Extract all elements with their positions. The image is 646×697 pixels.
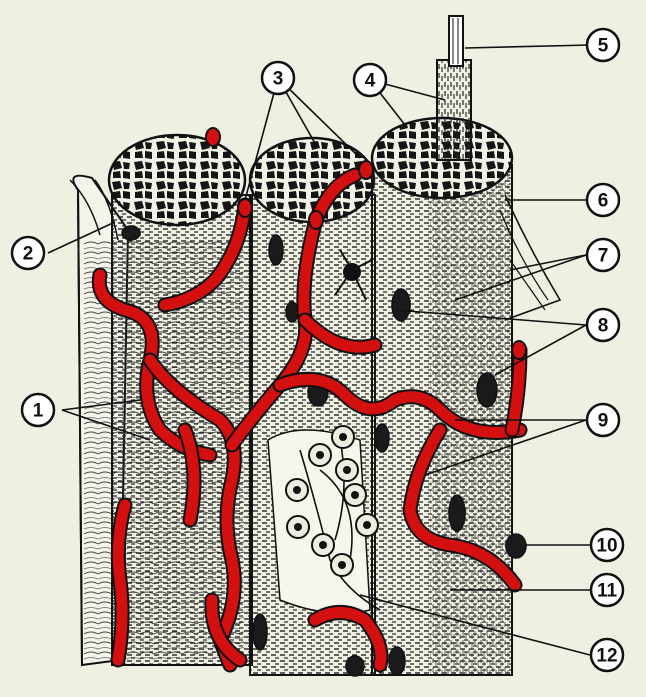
blood-capillary bbox=[179, 424, 200, 526]
label-2: 2 bbox=[10, 235, 46, 271]
label-number: 1 bbox=[33, 401, 44, 422]
blood-capillary bbox=[206, 594, 246, 666]
leader-line bbox=[464, 44, 591, 49]
blood-capillary bbox=[144, 354, 240, 671]
label-number: 3 bbox=[273, 69, 284, 90]
label-6: 6 bbox=[585, 182, 621, 218]
blood-capillary bbox=[226, 214, 322, 451]
leader-line bbox=[424, 419, 587, 476]
blood-capillary bbox=[274, 373, 526, 438]
cell-nucleus bbox=[285, 301, 299, 323]
leader-line bbox=[509, 254, 587, 271]
satellite-nucleus-core bbox=[316, 451, 324, 459]
cell-nucleus bbox=[345, 655, 365, 677]
label-7: 7 bbox=[585, 237, 621, 273]
label-5: 5 bbox=[585, 27, 621, 63]
label-3: 3 bbox=[260, 60, 296, 96]
label-circle bbox=[589, 637, 625, 673]
label-number: 12 bbox=[596, 646, 617, 667]
label-10: 10 bbox=[589, 527, 625, 563]
label-number: 10 bbox=[596, 536, 617, 557]
capillary-opening bbox=[308, 210, 324, 230]
label-circle bbox=[589, 572, 625, 608]
label-circle bbox=[585, 27, 621, 63]
label-circle bbox=[585, 402, 621, 438]
cell-nucleus bbox=[505, 533, 527, 559]
satellite-nucleus-core bbox=[294, 523, 302, 531]
label-circle bbox=[352, 62, 388, 98]
cell-nucleus bbox=[448, 494, 466, 532]
leader-line bbox=[244, 77, 279, 201]
leader-line bbox=[61, 399, 141, 411]
satellite-nucleus-core bbox=[319, 541, 327, 549]
label-1: 1 bbox=[20, 392, 56, 428]
satellite-nucleus-core bbox=[293, 486, 301, 494]
blood-capillary bbox=[299, 314, 381, 353]
leader-line bbox=[454, 254, 587, 301]
cell-nucleus bbox=[476, 372, 498, 408]
leader-line bbox=[359, 594, 591, 656]
blood-capillary bbox=[112, 499, 131, 666]
label-number: 5 bbox=[598, 36, 609, 57]
label-11: 11 bbox=[589, 572, 625, 608]
leader-line bbox=[47, 221, 116, 254]
capillary-opening bbox=[237, 198, 253, 218]
satellite-nucleus-core bbox=[339, 433, 347, 441]
blood-capillary bbox=[309, 607, 387, 671]
capillary-opening bbox=[511, 340, 527, 360]
label-circle bbox=[260, 60, 296, 96]
label-number: 4 bbox=[365, 71, 376, 92]
label-number: 6 bbox=[598, 191, 609, 212]
label-circle bbox=[589, 527, 625, 563]
leader-line bbox=[61, 409, 151, 441]
leader-line bbox=[277, 77, 361, 159]
capillary-opening bbox=[358, 160, 374, 180]
satellite-nucleus-core bbox=[343, 466, 351, 474]
label-number: 9 bbox=[598, 411, 609, 432]
cell-nucleus bbox=[374, 423, 390, 453]
label-number: 7 bbox=[598, 246, 609, 267]
label-9: 9 bbox=[585, 402, 621, 438]
cell-nucleus bbox=[268, 234, 284, 266]
satellite-nucleus-core bbox=[338, 561, 346, 569]
label-circle bbox=[20, 392, 56, 428]
cell-nucleus bbox=[121, 225, 141, 241]
label-circle bbox=[10, 235, 46, 271]
label-number: 11 bbox=[597, 581, 618, 602]
cell-nucleus bbox=[388, 646, 406, 676]
satellite-nucleus-core bbox=[351, 491, 359, 499]
blood-capillaries bbox=[91, 127, 528, 673]
leader-line bbox=[494, 324, 587, 376]
label-4: 4 bbox=[352, 62, 388, 98]
blood-capillary bbox=[404, 424, 521, 591]
capillary-opening bbox=[205, 127, 221, 147]
leader-lines bbox=[47, 44, 591, 656]
label-circle bbox=[585, 237, 621, 273]
label-8: 8 bbox=[585, 307, 621, 343]
label-12: 12 bbox=[589, 637, 625, 673]
label-circle bbox=[585, 307, 621, 343]
cell-nucleus bbox=[391, 288, 411, 322]
myofibril-rod bbox=[436, 15, 472, 161]
satellite-nucleus-core bbox=[363, 521, 371, 529]
leader-line bbox=[394, 309, 587, 326]
label-number: 2 bbox=[23, 244, 34, 265]
nuclei-group bbox=[121, 225, 527, 677]
label-circle bbox=[585, 182, 621, 218]
blood-capillary bbox=[159, 199, 251, 311]
cell-nucleus bbox=[252, 613, 268, 651]
label-number: 8 bbox=[598, 316, 609, 337]
